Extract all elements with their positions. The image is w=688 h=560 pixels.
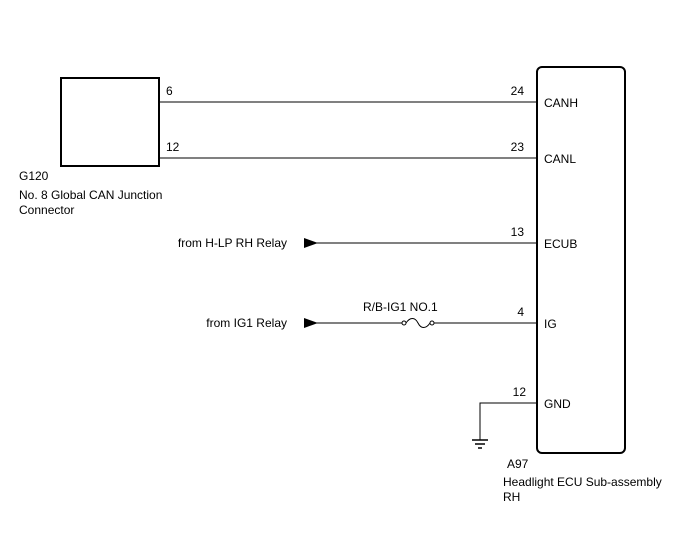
ecu-a97-name-line2: RH bbox=[503, 490, 520, 504]
connector-g120-box bbox=[60, 77, 160, 167]
ecu-terminal-ig: IG bbox=[544, 317, 557, 331]
connector-g120-name-line1: No. 8 Global CAN Junction bbox=[19, 188, 162, 202]
ecu-pin-canh: 24 bbox=[511, 84, 525, 98]
ecu-pin-ig: 4 bbox=[517, 305, 524, 319]
fuse-icon bbox=[401, 318, 435, 328]
source-hlp-rh-relay: from H-LP RH Relay bbox=[178, 236, 287, 250]
wire-gnd bbox=[479, 402, 537, 440]
ground-icon bbox=[472, 439, 488, 449]
g120-pin-canl: 12 bbox=[166, 140, 180, 154]
ecu-terminal-canl: CANL bbox=[544, 152, 576, 166]
ecu-pin-gnd: 12 bbox=[513, 385, 527, 399]
source-ig1-relay: from IG1 Relay bbox=[206, 316, 287, 330]
fuse-label: R/B-IG1 NO.1 bbox=[363, 300, 438, 314]
ecu-a97-name-line1: Headlight ECU Sub-assembly bbox=[503, 475, 662, 489]
connector-g120-code: G120 bbox=[19, 169, 49, 183]
ecu-terminal-gnd: GND bbox=[544, 397, 571, 411]
ecu-pin-canl: 23 bbox=[511, 140, 525, 154]
ecu-pin-ecub: 13 bbox=[511, 225, 525, 239]
ecu-terminal-ecub: ECUB bbox=[544, 237, 577, 251]
ecu-a97-box bbox=[536, 66, 626, 454]
arrow-ig1-relay-icon bbox=[304, 318, 318, 328]
connector-g120-name-line2: Connector bbox=[19, 203, 74, 217]
g120-pin-canh: 6 bbox=[166, 84, 173, 98]
arrow-hlp-relay-icon bbox=[304, 238, 318, 248]
ecu-terminal-canh: CANH bbox=[544, 96, 578, 110]
ecu-a97-code: A97 bbox=[507, 457, 529, 471]
